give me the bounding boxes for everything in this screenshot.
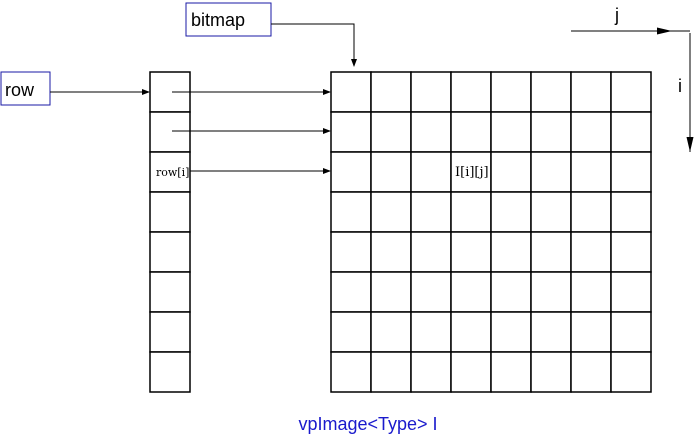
image-grid-cell bbox=[610, 111, 652, 153]
image-grid-cell bbox=[610, 351, 652, 393]
image-grid-cell bbox=[410, 271, 452, 313]
image-grid-cell bbox=[530, 231, 572, 273]
image-grid-cell bbox=[330, 311, 372, 353]
image-grid-cell bbox=[370, 311, 412, 353]
image-grid-cell bbox=[330, 271, 372, 313]
image-grid-cell bbox=[370, 151, 412, 193]
image-grid-cell bbox=[450, 311, 492, 353]
diagram-caption: vpImage<Type> I bbox=[298, 414, 437, 434]
image-grid-cell bbox=[490, 311, 532, 353]
image-grid-cell bbox=[490, 191, 532, 233]
image-grid-cell bbox=[610, 191, 652, 233]
image-grid-cell bbox=[530, 311, 572, 353]
image-grid-cell bbox=[530, 351, 572, 393]
image-grid-cell bbox=[570, 271, 612, 313]
image-grid-cell bbox=[330, 351, 372, 393]
image-grid-cell bbox=[410, 111, 452, 153]
image-grid-cell bbox=[370, 231, 412, 273]
image-grid-cell bbox=[370, 111, 412, 153]
row-pointer-array bbox=[149, 71, 191, 393]
image-grid-cell bbox=[570, 311, 612, 353]
image-grid-cell bbox=[370, 191, 412, 233]
i-axis-label: i bbox=[678, 76, 682, 96]
image-grid-cell bbox=[370, 351, 412, 393]
image-grid-cell bbox=[490, 71, 532, 113]
image-grid-cell bbox=[530, 111, 572, 153]
bitmap-pointer-arrow bbox=[271, 23, 357, 67]
image-grid-cell bbox=[330, 111, 372, 153]
image-grid-cell bbox=[450, 231, 492, 273]
image-grid-cell bbox=[570, 151, 612, 193]
image-grid-cell bbox=[490, 151, 532, 193]
image-grid-cell bbox=[490, 271, 532, 313]
image-grid-cell bbox=[610, 271, 652, 313]
bitmap-label-box: bitmap bbox=[185, 2, 272, 37]
image-grid-cell bbox=[330, 71, 372, 113]
image-grid-cell bbox=[450, 111, 492, 153]
row-label: row bbox=[5, 80, 35, 100]
image-grid-cell bbox=[610, 151, 652, 193]
image-grid-cell bbox=[330, 231, 372, 273]
row-pointer-cell bbox=[149, 231, 191, 273]
pixel-label: I[i][j] bbox=[455, 165, 489, 180]
image-grid-cell bbox=[450, 71, 492, 113]
image-grid bbox=[330, 71, 652, 393]
row-pointer-cell bbox=[149, 351, 191, 393]
image-grid-cell bbox=[410, 71, 452, 113]
image-grid-cell bbox=[570, 191, 612, 233]
row-pointer-cell bbox=[149, 191, 191, 233]
image-grid-cell bbox=[410, 311, 452, 353]
image-grid-cell bbox=[610, 71, 652, 113]
image-grid-cell bbox=[410, 351, 452, 393]
image-grid-cell bbox=[610, 231, 652, 273]
row-i-label: row[i] bbox=[156, 166, 189, 179]
image-grid-cell bbox=[490, 111, 532, 153]
image-grid-cell bbox=[570, 111, 612, 153]
image-grid-cell bbox=[410, 151, 452, 193]
image-grid-cell bbox=[410, 231, 452, 273]
image-grid-cell bbox=[570, 231, 612, 273]
image-grid-cell bbox=[490, 231, 532, 273]
row-pointer-cell bbox=[149, 111, 191, 153]
image-grid-cell bbox=[450, 351, 492, 393]
image-grid-cell bbox=[530, 71, 572, 113]
image-grid-cell bbox=[450, 191, 492, 233]
image-grid-cell bbox=[570, 71, 612, 113]
image-grid-cell bbox=[530, 151, 572, 193]
image-grid-cell bbox=[610, 311, 652, 353]
row-pointer-cell bbox=[149, 311, 191, 353]
image-grid-cell bbox=[450, 271, 492, 313]
image-grid-cell bbox=[530, 191, 572, 233]
row-label-box: row bbox=[0, 71, 51, 106]
image-grid-cell bbox=[370, 271, 412, 313]
image-grid-cell bbox=[410, 191, 452, 233]
image-grid-cell bbox=[370, 71, 412, 113]
bitmap-label: bitmap bbox=[191, 10, 245, 30]
image-grid-cell bbox=[330, 191, 372, 233]
j-axis-label: j bbox=[614, 5, 619, 25]
image-grid-cell bbox=[570, 351, 612, 393]
image-grid-cell bbox=[490, 351, 532, 393]
image-grid-cell bbox=[530, 271, 572, 313]
row-pointer-cell bbox=[149, 271, 191, 313]
image-grid-cell bbox=[330, 151, 372, 193]
